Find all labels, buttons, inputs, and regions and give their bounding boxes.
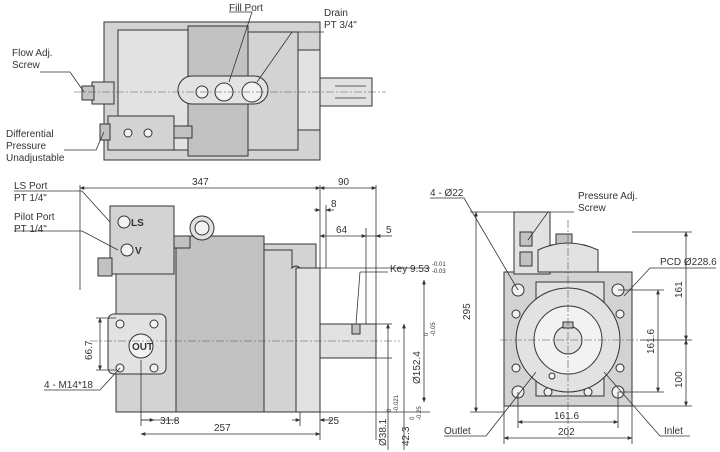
dim-25: 25 [328,416,340,427]
dim-38-1-tol-bottom: -0.021 [394,394,400,412]
dim-90: 90 [338,177,350,188]
holes-22-label: 4 - Ø22 [430,188,464,199]
dim-42-3-tol-top: 0 [410,416,416,420]
differential-block [107,115,175,151]
differential-fitting [173,125,193,139]
ls-port-hole [117,215,131,229]
ls-port-mark: LS [131,218,144,229]
pilot-port-label-line2: PT 1/4" [14,224,47,235]
dim-161-6-h: 161.6 [554,411,579,422]
fill-port-label: Fill Port [229,3,263,14]
flow-adj-label-line2: Screw [12,60,41,71]
pcd-label: PCD Ø228.6 [660,257,717,268]
dim-152-4-tol-bottom: -0.05 [431,322,437,336]
dim-31-8: 31.8 [160,416,180,427]
flow-adj-screw [81,85,95,101]
pressure-adj-label-line2: Screw [578,203,607,214]
key-tol-top: -0.01 [432,262,446,268]
dim-161-6-v: 161.6 [646,329,657,354]
dim-295: 295 [462,303,473,320]
ls-port-label-line1: LS Port [14,181,48,192]
pilot-port-hole [120,243,134,257]
front-view-top-dome [537,242,599,273]
dim-66-7: 66.7 [84,340,95,360]
dim-161: 161 [674,281,685,298]
control-block [109,205,175,275]
side-view-front-block [263,249,301,413]
differential-plug [99,123,111,141]
dim-100: 100 [674,371,685,388]
out-mark: OUT [132,342,153,353]
differential-label-line3: Unadjustable [6,153,65,164]
side-view-flange [295,267,321,413]
front-view: 295 161 100 161.6 161.6 202 4 - Ø22 Pres… [430,188,717,444]
top-view: Fill Port Drain PT 3/4" Flow Adj. Screw … [6,3,386,164]
control-fitting [173,235,191,249]
dim-5: 5 [386,225,392,236]
dim-42-3-tol-bottom: -0.25 [417,406,423,420]
m14-label: 4 - M14*18 [44,380,93,391]
differential-label-line1: Differential [6,129,54,140]
flow-adj-housing [91,81,115,105]
side-view-key [351,323,361,335]
side-view: LS V OUT 347 90 8 64 5 [14,177,446,450]
dim-42-3: 42.3 [401,426,412,446]
outlet-port [128,333,154,359]
dim-152-4-tol-top: 0 [424,332,430,336]
pressure-adj-label-line1: Pressure Adj. [578,191,637,202]
inlet-label: Inlet [664,426,683,437]
control-plug [97,257,113,277]
dim-64: 64 [336,225,348,236]
drain-label-line1: Drain [324,8,348,19]
top-view-flange [297,49,321,131]
side-view-case [175,235,265,413]
drain-label-line2: PT 3/4" [324,20,357,31]
pilot-port-label-line1: Pilot Port [14,212,55,223]
ls-port-label-line2: PT 1/4" [14,193,47,204]
flow-adj-label-line1: Flow Adj. [12,48,53,59]
key-tol-bottom: -0.03 [432,269,446,275]
dim-347: 347 [192,177,209,188]
key-label: Key 9.53 [390,264,430,275]
pilot-port-mark: V [135,246,142,257]
differential-label-line2: Pressure [6,141,46,152]
dim-38-1-tol-top: 0 [387,408,393,412]
dim-202: 202 [558,427,575,438]
dim-38-1: Ø38.1 [378,418,389,446]
dim-257: 257 [214,423,231,434]
outlet-label: Outlet [444,426,471,437]
dim-8: 8 [331,199,337,210]
pressure-adj-screw [519,231,533,247]
dim-152-4: Ø152.4 [412,351,423,384]
